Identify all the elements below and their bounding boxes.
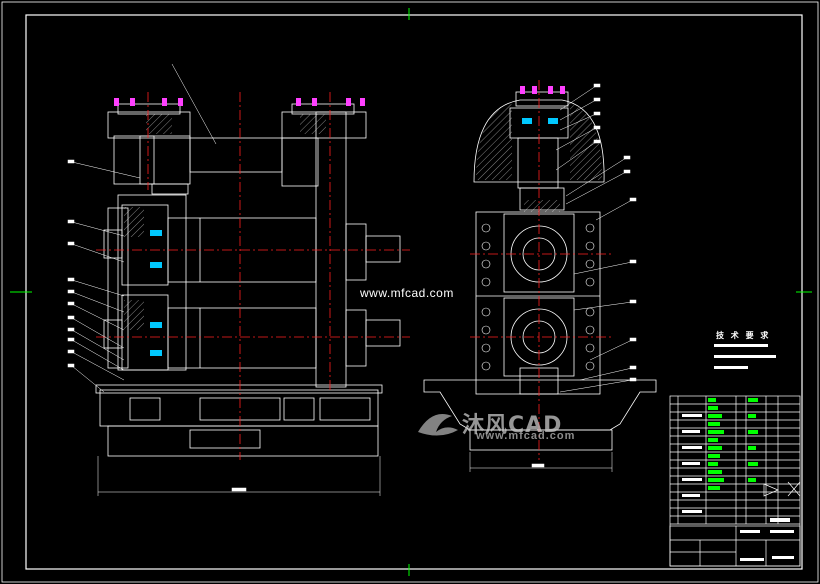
side-view-hatching <box>476 104 602 212</box>
watermark-logo-text: 沐风CAD <box>462 413 563 438</box>
side-view-bolt-holes <box>481 223 595 371</box>
front-view <box>95 103 401 457</box>
watermark-url-text: www.mfcad.com <box>360 286 454 300</box>
parts-list-entries <box>708 398 758 490</box>
front-view-hatching <box>124 114 326 330</box>
side-view-accents <box>522 118 558 124</box>
side-view-bolts <box>520 86 565 94</box>
tech-requirements-title: 技 术 要 求 <box>716 331 771 340</box>
side-view-leaders <box>555 83 637 393</box>
front-view-centerlines <box>96 92 410 460</box>
front-view-bolts <box>114 98 365 106</box>
front-view-leaders <box>67 63 217 393</box>
side-view-centerlines <box>470 80 612 460</box>
tech-requirement-lines <box>714 344 776 369</box>
watermark-logo-url: www.mfcad.com <box>476 430 576 442</box>
front-view-dimension <box>97 456 381 496</box>
side-view <box>423 91 657 451</box>
front-view-accents <box>150 230 162 356</box>
side-view-dimension <box>469 452 613 472</box>
watermark-logo-mark <box>418 414 458 436</box>
parts-list-table <box>669 395 801 567</box>
center-markers <box>10 8 812 576</box>
table-marker <box>763 481 801 497</box>
parts-list-text <box>682 414 794 561</box>
